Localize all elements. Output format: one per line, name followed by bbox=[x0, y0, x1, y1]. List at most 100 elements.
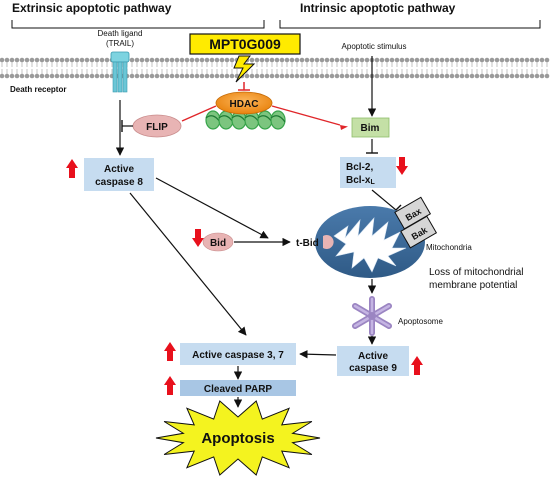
lipid-head bbox=[74, 73, 80, 79]
intrinsic-bracket bbox=[279, 20, 541, 29]
lipid-head bbox=[54, 73, 60, 79]
lipid-head bbox=[349, 73, 355, 79]
lipid-head bbox=[29, 73, 35, 79]
lipid-head bbox=[159, 57, 165, 63]
lipid-head bbox=[294, 57, 300, 63]
lipid-head bbox=[104, 57, 110, 63]
apoptosome-icon bbox=[352, 296, 392, 336]
lipid-head bbox=[244, 73, 250, 79]
lipid-head bbox=[439, 73, 445, 79]
death-receptor-label: Death receptor bbox=[10, 85, 66, 94]
lipid-head bbox=[429, 73, 435, 79]
death-receptor-icon bbox=[110, 51, 130, 93]
lipid-head bbox=[179, 73, 185, 79]
hdac-to-bim-line bbox=[271, 105, 341, 126]
lipid-head bbox=[314, 57, 320, 63]
lipid-head bbox=[159, 73, 165, 79]
active-caspase8-box bbox=[84, 158, 154, 191]
bcl2-box bbox=[340, 157, 396, 188]
lipid-head bbox=[489, 57, 495, 63]
lipid-head bbox=[534, 57, 540, 63]
bcl2-label-line2: Bcl-xL bbox=[346, 175, 375, 186]
lipid-head bbox=[54, 57, 60, 63]
lipid-head bbox=[364, 73, 370, 79]
death-ligand-sublabel: (TRAIL) bbox=[106, 39, 134, 48]
lipid-head bbox=[284, 57, 290, 63]
lipid-head bbox=[339, 73, 345, 79]
lipid-head bbox=[494, 73, 500, 79]
lipid-head bbox=[414, 57, 420, 63]
lipid-head bbox=[374, 73, 380, 79]
lipid-head bbox=[194, 57, 200, 63]
lipid-head bbox=[214, 73, 220, 79]
lipid-head bbox=[529, 57, 535, 63]
lipid-head bbox=[264, 73, 270, 79]
lipid-head bbox=[429, 57, 435, 63]
active-caspase8-label-line2: caspase 8 bbox=[95, 177, 143, 188]
apoptosis-label: Apoptosis bbox=[201, 430, 274, 447]
lipid-head bbox=[459, 73, 465, 79]
lipid-head bbox=[509, 73, 515, 79]
bcl2-label-subscript: L bbox=[370, 179, 375, 186]
lipid-head bbox=[0, 73, 5, 79]
lipid-head bbox=[289, 73, 295, 79]
mitochondria-icon bbox=[315, 206, 425, 278]
lipid-head bbox=[444, 73, 450, 79]
lipid-head bbox=[29, 57, 35, 63]
lipid-head bbox=[104, 73, 110, 79]
lipid-head bbox=[134, 73, 140, 79]
lipid-head bbox=[219, 73, 225, 79]
lipid-head bbox=[424, 57, 430, 63]
lipid-head bbox=[434, 73, 440, 79]
lipid-head bbox=[164, 57, 170, 63]
lipid-head bbox=[534, 73, 540, 79]
lipid-head bbox=[164, 73, 170, 79]
lipid-head bbox=[69, 57, 75, 63]
lipid-head bbox=[419, 73, 425, 79]
active-caspase9-box bbox=[337, 346, 409, 376]
lipid-head bbox=[399, 73, 405, 79]
hdac-label: HDAC bbox=[230, 99, 259, 110]
caspase8-to-tbid-arrow bbox=[155, 177, 269, 239]
lipid-head bbox=[49, 73, 55, 79]
lipid-head bbox=[59, 57, 65, 63]
lipid-head bbox=[79, 57, 85, 63]
lipid-head bbox=[14, 57, 20, 63]
bid-node bbox=[202, 232, 234, 252]
lipid-head bbox=[379, 57, 385, 63]
bid-label: Bid bbox=[210, 238, 226, 249]
lipid-head bbox=[64, 57, 70, 63]
bcl2-label-line1: Bcl-2, bbox=[346, 162, 373, 173]
lipid-head bbox=[499, 57, 505, 63]
lipid-head bbox=[149, 73, 155, 79]
caspase8-up-arrow-icon bbox=[66, 159, 78, 178]
lipid-head bbox=[139, 57, 145, 63]
lipid-head bbox=[189, 73, 195, 79]
drug-box bbox=[189, 33, 301, 55]
lipid-head bbox=[264, 57, 270, 63]
lipid-head bbox=[129, 57, 135, 63]
lipid-head bbox=[334, 73, 340, 79]
lipid-head bbox=[519, 57, 525, 63]
caspase9-to-caspase37-arrow bbox=[299, 350, 337, 359]
lipid-head bbox=[39, 73, 45, 79]
lipid-head bbox=[414, 73, 420, 79]
lipid-head bbox=[329, 73, 335, 79]
lipid-head bbox=[299, 73, 305, 79]
death-ligand-label: Death ligand bbox=[98, 29, 143, 38]
lipid-head bbox=[469, 57, 475, 63]
lipid-head bbox=[464, 73, 470, 79]
lipid-head bbox=[454, 57, 460, 63]
hdac-to-bim-arrowhead bbox=[340, 125, 348, 130]
lipid-head bbox=[449, 73, 455, 79]
cleaved-parp-label: Cleaved PARP bbox=[204, 384, 273, 395]
lipid-head bbox=[519, 73, 525, 79]
lipid-head bbox=[4, 73, 10, 79]
dna-strand bbox=[270, 115, 286, 123]
lipid-head bbox=[224, 73, 230, 79]
lipid-head bbox=[334, 57, 340, 63]
lipid-head bbox=[94, 73, 100, 79]
lightning-icon bbox=[233, 55, 256, 83]
lipid-head bbox=[449, 57, 455, 63]
lipid-head bbox=[59, 73, 65, 79]
